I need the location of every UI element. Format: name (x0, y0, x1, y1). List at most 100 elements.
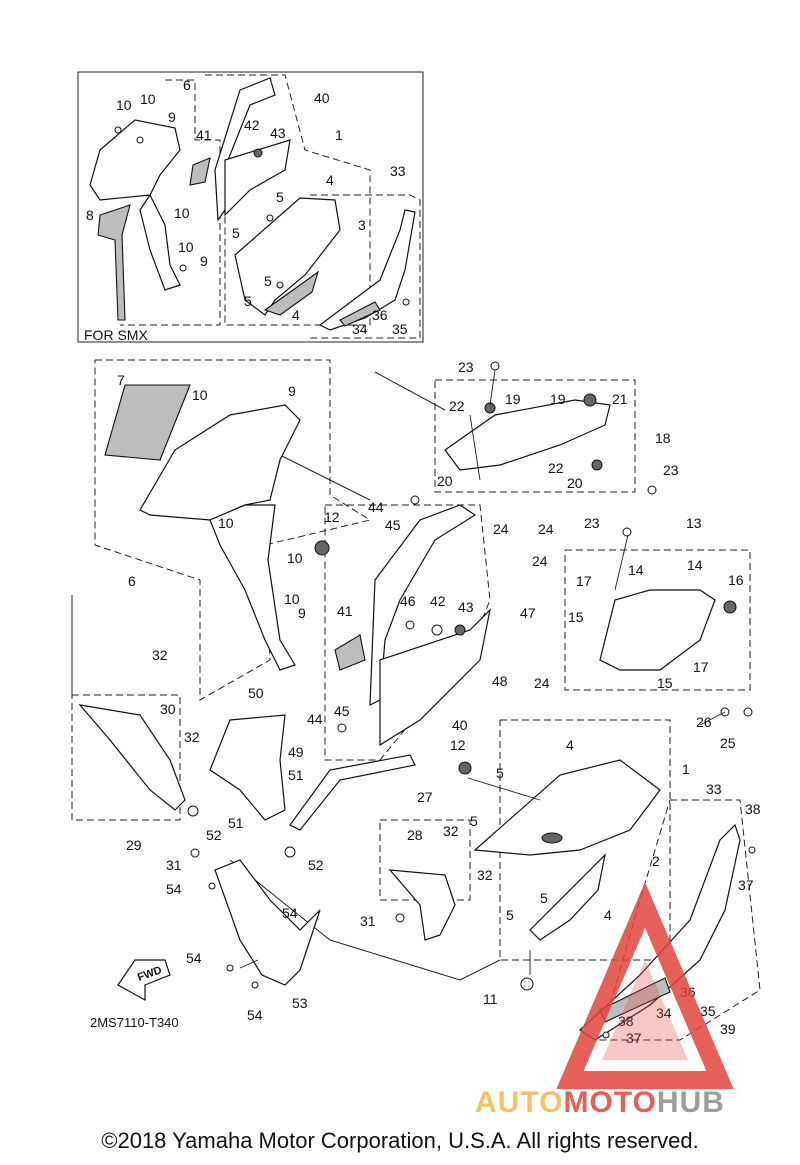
callout: 23 (584, 515, 600, 531)
callout: 52 (206, 827, 222, 843)
watermark-part-hub: HUB (657, 1086, 725, 1119)
callout: 44 (307, 711, 323, 727)
callout: 53 (292, 995, 308, 1011)
inner-panel-frame (369, 504, 477, 706)
bolt-44 (410, 495, 420, 505)
callout: 40 (314, 90, 330, 106)
callout: 15 (568, 609, 584, 625)
callout: 23 (663, 462, 679, 478)
callout: 24 (532, 553, 548, 569)
callout: 5 (232, 225, 240, 241)
callout: 32 (477, 867, 493, 883)
callout: 29 (126, 837, 142, 853)
callout: 32 (184, 729, 200, 745)
inset-bolt (276, 281, 284, 289)
callout: 51 (228, 815, 244, 831)
callout: 1 (335, 127, 343, 143)
leader-44 (269, 449, 371, 501)
callout: 5 (506, 907, 514, 923)
inset-cowl-lower (139, 193, 181, 291)
bolt-23 (490, 361, 500, 371)
grommet-21 (583, 393, 597, 407)
callout: 6 (128, 573, 136, 589)
callout: 31 (360, 913, 376, 929)
callout: 7 (117, 372, 125, 388)
callout: 11 (483, 991, 498, 1007)
callout: 32 (152, 647, 168, 663)
callout: 38 (745, 801, 761, 817)
inner-panel-face (379, 608, 491, 747)
inset-bolt (136, 136, 144, 144)
callout: 27 (417, 789, 433, 805)
callout: 34 (352, 321, 368, 337)
callout: 10 (284, 591, 300, 607)
callout: 10 (178, 239, 194, 255)
bolt-23 (647, 485, 657, 495)
callout: 54 (186, 950, 202, 966)
inset-stripe-3 (263, 270, 319, 316)
callout: 9 (168, 109, 176, 125)
watermark-text: AUTOMOTOHUB (475, 1086, 725, 1119)
group-box-40 (324, 504, 491, 761)
leader (614, 534, 629, 591)
inset-yamaha-emblem (339, 301, 381, 327)
callout: 42 (430, 593, 446, 609)
callout: 21 (612, 391, 628, 407)
diagram-code: 2MS7110-T340 (90, 1015, 179, 1030)
screw-54 (208, 882, 216, 890)
watermark-part-auto: AUTO (475, 1086, 563, 1119)
callout: 10 (116, 97, 132, 113)
callout: 10 (192, 387, 208, 403)
callout: 12 (324, 509, 340, 525)
leader (467, 777, 541, 801)
leader-18 (374, 371, 446, 411)
bracket-assembly (599, 589, 716, 671)
fwd-arrow: FWD (117, 959, 171, 1002)
callout: 48 (492, 673, 508, 689)
callout: 17 (576, 573, 592, 589)
callout: 10 (287, 550, 303, 566)
callout: 5 (496, 765, 504, 781)
clip-11 (520, 977, 534, 991)
callout: 52 (308, 857, 324, 873)
callout: 15 (657, 675, 673, 691)
callout: 40 (452, 717, 468, 733)
callout: 20 (437, 473, 453, 489)
inset-decal-8 (97, 204, 131, 321)
group-box-27 (379, 819, 471, 901)
callout: 38 (618, 1013, 634, 1029)
callout: 1 (682, 761, 690, 777)
callout: 42 (244, 117, 260, 133)
main-diagram: FWD 2MS7110-T340 23 7 10 9 22 19 19 21 1… (71, 359, 761, 1046)
callout: 22 (548, 460, 564, 476)
callout: 41 (196, 127, 212, 143)
callout: 33 (706, 781, 722, 797)
grommet-22 (591, 459, 603, 471)
callout: 39 (720, 1021, 736, 1037)
air-duct (444, 399, 611, 471)
group-box-29 (71, 694, 181, 821)
callout: 35 (392, 321, 408, 337)
leader (469, 414, 481, 481)
bolt-23 (622, 527, 632, 537)
callout: 19 (550, 391, 566, 407)
callout: 37 (626, 1030, 642, 1046)
callout: 24 (534, 675, 550, 691)
callout: 4 (566, 737, 574, 753)
smx-inset: FOR SMX 10 10 6 40 9 41 42 43 (77, 71, 424, 343)
callout: 6 (183, 77, 191, 93)
bolt-31 (190, 848, 200, 858)
callout: 25 (720, 735, 736, 751)
bolt-31 (395, 913, 405, 923)
bolt-25 (743, 707, 753, 717)
callout: 2 (652, 853, 660, 869)
callout: 14 (687, 557, 703, 573)
callout: 5 (264, 273, 272, 289)
callout: 37 (738, 877, 754, 893)
bolt-46 (405, 620, 415, 630)
callout: 22 (449, 398, 465, 414)
callout: 9 (288, 383, 296, 399)
watermark-inner-triangle-icon (602, 960, 688, 1060)
inset-grommet (253, 148, 263, 158)
